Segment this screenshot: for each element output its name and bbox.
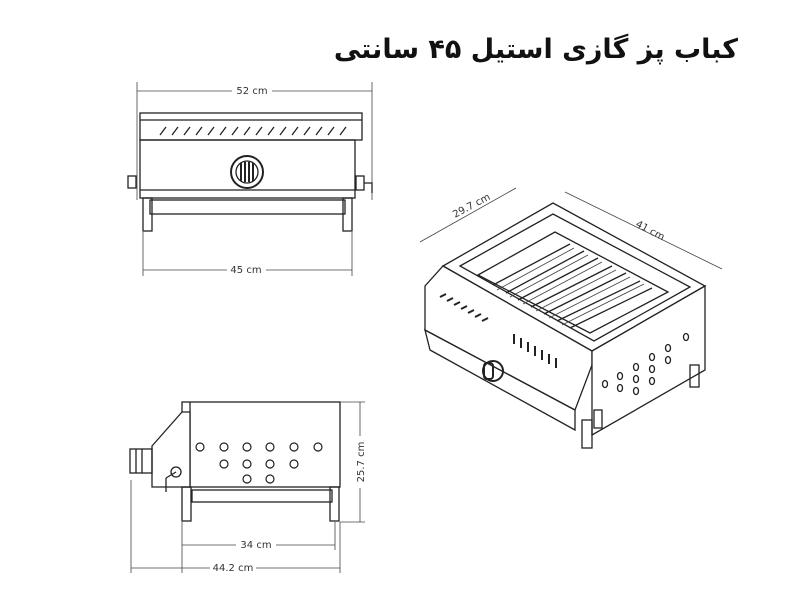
dimension-34: 34 cm [240,540,271,551]
dimension-45: 45 cm [230,265,261,276]
dimension-25-7: 25.7 cm [356,442,367,483]
knob-icon [230,155,264,189]
iso-view: 29.7 cm 41 cm [419,187,723,449]
dimension-44-2: 44.2 cm [213,563,254,574]
dimension-41: 41 cm [634,219,667,243]
product-title: کباب پز گازی استیل ۴۵ سانتی [333,34,738,65]
front-view: 52 cm 45 cm [127,82,373,276]
dimension-52: 52 cm [236,86,267,97]
dimension-29-7: 29.7 cm [451,192,492,221]
side-view: 25.7 cm 34 cm 44.2 cm [129,401,367,574]
